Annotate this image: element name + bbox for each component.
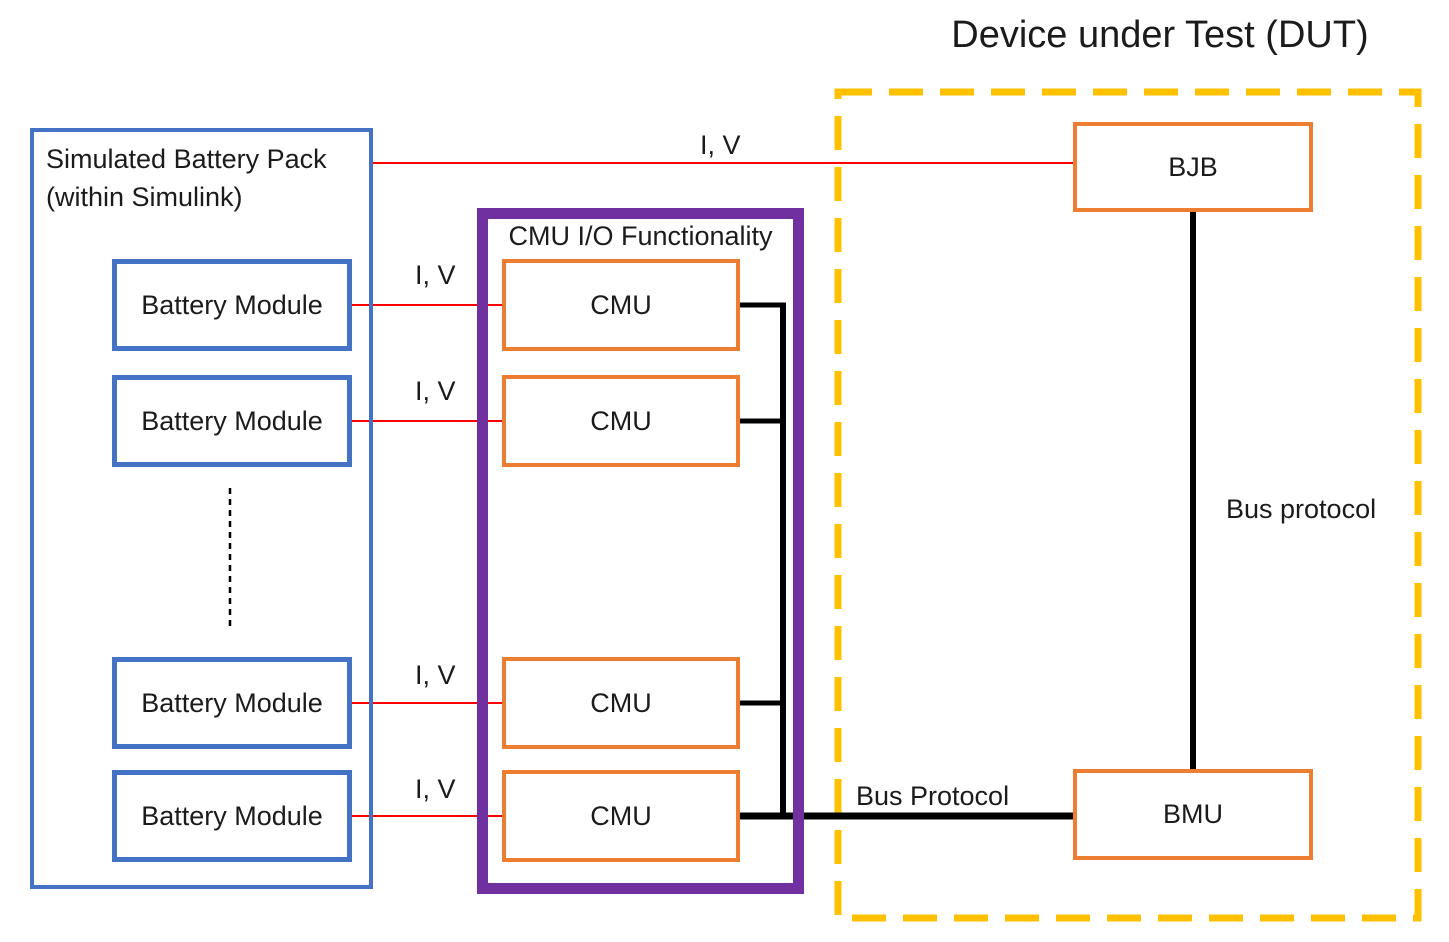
cmu-io-functionality-box: [477, 208, 804, 894]
battery-module-1: Battery Module: [112, 259, 352, 351]
cmu-io-functionality-title: CMU I/O Functionality: [508, 221, 773, 251]
battery-module-2-label: Battery Module: [141, 405, 323, 436]
cmu-1-label: CMU: [590, 289, 652, 320]
cmu-1: CMU: [502, 259, 740, 351]
bmu-box: BMU: [1073, 769, 1313, 860]
battery-module-2: Battery Module: [112, 375, 352, 467]
pack-title-line1: Simulated Battery Pack: [46, 144, 327, 174]
bjb-label: BJB: [1168, 151, 1218, 182]
dut-title: Device under Test (DUT): [951, 14, 1369, 56]
battery-module-4-label: Battery Module: [141, 800, 323, 831]
cmu-2-label: CMU: [590, 405, 652, 436]
cmu-4: CMU: [502, 770, 740, 862]
battery-module-1-label: Battery Module: [141, 289, 323, 320]
cmu-4-label: CMU: [590, 800, 652, 831]
bus-protocol-label-vertical: Bus protocol: [1226, 494, 1377, 524]
battery-module-3: Battery Module: [112, 657, 352, 749]
battery-module-4: Battery Module: [112, 770, 352, 862]
bus-protocol-label-horizontal: Bus Protocol: [856, 781, 1010, 811]
cmu-2: CMU: [502, 375, 740, 467]
iv-label-row4: I, V: [415, 774, 456, 804]
iv-label-pack-to-bjb: I, V: [700, 130, 741, 160]
iv-label-row1: I, V: [415, 260, 456, 290]
simulated-battery-pack-title: Simulated Battery Pack (within Simulink): [46, 140, 376, 216]
cmu-3-label: CMU: [590, 687, 652, 718]
iv-label-row3: I, V: [415, 660, 456, 690]
simulated-battery-pack-box: [30, 128, 373, 889]
pack-title-line2: (within Simulink): [46, 182, 243, 212]
bmu-label: BMU: [1163, 799, 1223, 829]
iv-label-row2: I, V: [415, 376, 456, 406]
battery-module-3-label: Battery Module: [141, 687, 323, 718]
bjb-box: BJB: [1073, 122, 1313, 212]
cmu-3: CMU: [502, 657, 740, 749]
